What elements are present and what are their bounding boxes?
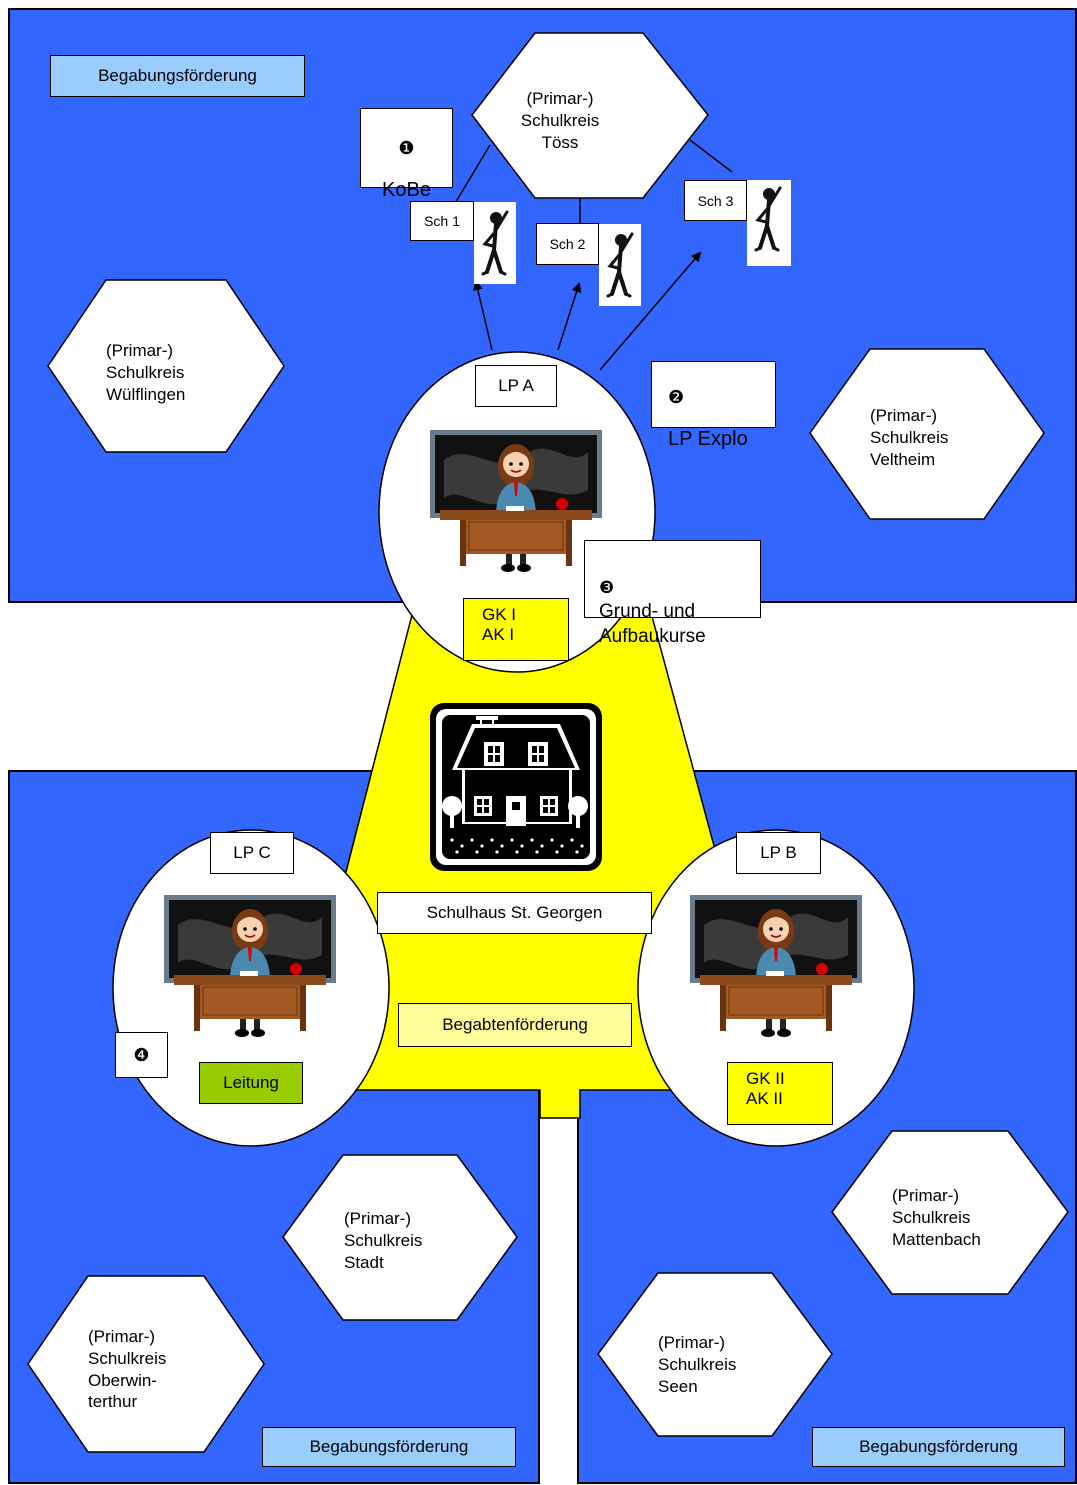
- kobe-text: KoBe: [382, 178, 431, 201]
- arrow-to-sch3: [599, 251, 702, 371]
- marker-4: ❹: [115, 1032, 168, 1078]
- hexagon-wuelflingen: [47, 279, 285, 453]
- explo-text: LP Explo: [668, 427, 748, 450]
- hexagon-mattenbach: [831, 1130, 1069, 1295]
- schulkreis-oberwinterthur: (Primar-) Schulkreis Oberwin- terthur: [88, 1327, 167, 1412]
- student-label-2: Sch 2: [536, 223, 599, 265]
- schulkreis-mattenbach: (Primar-) Schulkreis Mattenbach: [892, 1186, 981, 1249]
- teacher-c-role-leitung: Leitung: [199, 1062, 303, 1104]
- teacher-b-label: LP B: [736, 832, 821, 874]
- connector-line: [453, 144, 491, 206]
- hexagon-oberwinterthur: [27, 1275, 265, 1453]
- schulkreis-seen: (Primar-) Schulkreis Seen: [658, 1333, 737, 1396]
- arrow-to-sch1: [472, 280, 493, 351]
- label-schulhaus: Schulhaus St. Georgen: [377, 892, 652, 934]
- schulkreis-wuelflingen: (Primar-) Schulkreis Wülflingen: [106, 341, 186, 404]
- offer-kobe: ❶ KoBe: [360, 108, 453, 201]
- student-label-1: Sch 1: [410, 201, 474, 241]
- marker-3: ❸: [599, 577, 615, 597]
- hexagon-stadt: [282, 1154, 518, 1321]
- marker-1: ❶: [398, 138, 415, 158]
- teacher-b-courses: GK II AK II: [727, 1062, 833, 1125]
- schulkreis-veltheim: (Primar-) Schulkreis Veltheim: [870, 406, 949, 469]
- arrow-to-sch2: [557, 282, 582, 351]
- schoolhouse-icon: [430, 703, 602, 871]
- hexagon-seen: [597, 1272, 833, 1437]
- kurse-text: Grund- und Aufbaukurse: [599, 601, 706, 648]
- marker-2: ❷: [668, 387, 685, 407]
- student-label-3: Sch 3: [684, 180, 747, 221]
- connector-line: [689, 139, 733, 173]
- label-begabungsfoerderung-bottom-right: Begabungsförderung: [812, 1427, 1065, 1467]
- offer-lp-explo: ❷ LP Explo: [651, 361, 776, 450]
- offer-grund-aufbaukurse: ❸ Grund- und Aufbaukurse: [584, 540, 761, 647]
- label-begabtenfoerderung: Begabtenförderung: [398, 1003, 632, 1047]
- hexagon-toess: [471, 32, 709, 199]
- teacher-a-courses: GK I AK I: [463, 598, 569, 661]
- teacher-c-label: LP C: [210, 832, 294, 874]
- schulkreis-stadt: (Primar-) Schulkreis Stadt: [344, 1209, 423, 1272]
- hexagon-veltheim: [809, 348, 1045, 520]
- teacher-a-label: LP A: [475, 365, 557, 407]
- label-begabungsfoerderung-bottom-left: Begabungsförderung: [262, 1427, 516, 1467]
- label-begabungsfoerderung-top: Begabungsförderung: [50, 55, 305, 97]
- schulkreis-toess: (Primar-) Schulkreis Töss: [520, 89, 600, 152]
